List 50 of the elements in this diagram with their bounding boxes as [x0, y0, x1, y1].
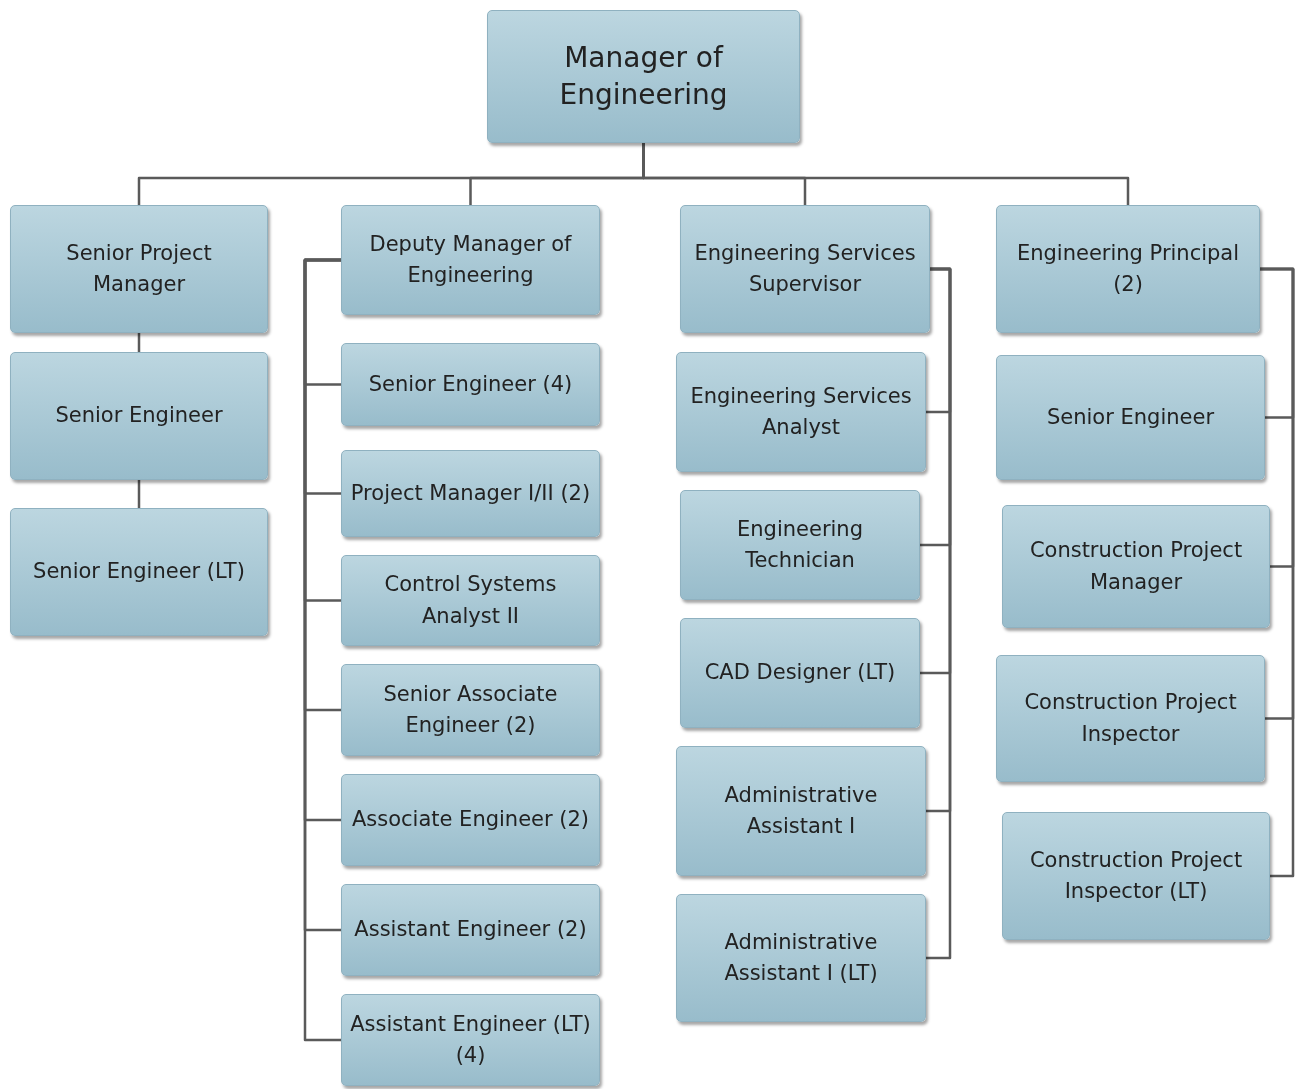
org-chart-box: [341, 450, 600, 537]
role-title: Senior Engineer (4): [368, 370, 573, 398]
role-title: Assistant Engineer (2): [354, 916, 587, 944]
org-chart-box: [487, 10, 800, 143]
org-chart-box: [676, 894, 926, 1022]
org-chart-box: [996, 205, 1260, 333]
role-title: Senior Project Manager: [65, 239, 213, 298]
role-title: Engineering Services Analyst: [689, 382, 913, 441]
role-title: Administrative Assistant I: [723, 781, 879, 840]
role-title: Engineering Services Supervisor: [693, 239, 917, 298]
role-title: Construction Project Manager: [1028, 537, 1244, 596]
role-title: Administrative Assistant I (LT): [723, 928, 879, 987]
org-chart-box: [680, 490, 920, 600]
org-chart-box: [680, 205, 930, 333]
role-title: CAD Designer (LT): [704, 659, 896, 687]
org-chart-box: [10, 508, 268, 636]
role-title: Control Systems Analyst II: [383, 571, 558, 630]
role-title: Senior Engineer (LT): [33, 558, 245, 586]
connector-line: [926, 267, 952, 960]
org-chart-box: [676, 746, 926, 876]
org-chart-box: [341, 994, 600, 1086]
role-title: Associate Engineer (2): [351, 806, 590, 834]
org-chart-box: [996, 655, 1265, 782]
org-chart-box: [676, 352, 926, 472]
org-chart-box: [341, 884, 600, 976]
org-chart-box: [341, 205, 600, 315]
org-chart-box: [341, 555, 600, 646]
org-chart-box: [10, 352, 268, 480]
role-title: Assistant Engineer (LT) (4): [349, 1010, 592, 1069]
org-chart-box: [341, 774, 600, 866]
role-title: Construction Project Inspector: [1023, 689, 1238, 748]
org-chart-box: [996, 355, 1265, 480]
org-chart-box: [680, 618, 920, 728]
org-chart-box: [1002, 812, 1270, 940]
connector-line: [1260, 267, 1295, 878]
org-chart-box: [1002, 505, 1270, 628]
role-title: Deputy Manager of Engineering: [368, 230, 573, 289]
role-title: Senior Engineer: [55, 402, 223, 430]
connector-line: [137, 480, 141, 508]
connector-line: [137, 333, 141, 352]
role-title: Senior Associate Engineer (2): [382, 680, 559, 739]
role-title: Engineering Principal (2): [1015, 239, 1241, 298]
org-chart-box: [10, 205, 268, 333]
role-title: Construction Project Inspector (LT): [1028, 846, 1244, 905]
org-chart-box: [341, 664, 600, 756]
role-title: Engineering Technician: [736, 515, 864, 574]
org-chart-box: [341, 343, 600, 426]
role-title: Senior Engineer: [1046, 403, 1215, 431]
role-title: Manager of Engineering: [558, 40, 729, 113]
role-title: Project Manager I/II (2): [350, 479, 591, 507]
